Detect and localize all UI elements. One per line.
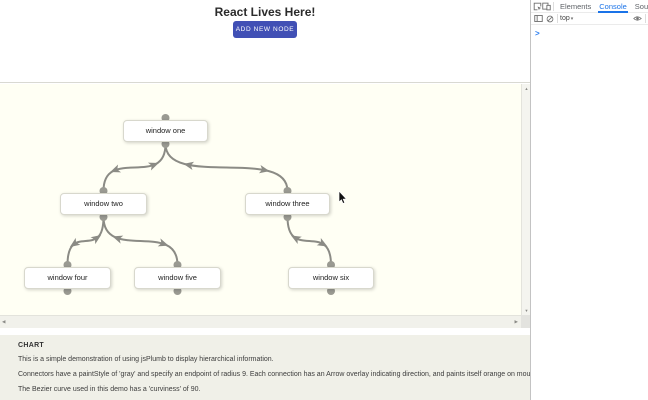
- tree-node-three[interactable]: window three: [245, 193, 330, 215]
- context-selector[interactable]: top: [560, 15, 570, 22]
- clear-console-icon[interactable]: [544, 13, 555, 24]
- tree-node-four[interactable]: window four: [24, 267, 111, 289]
- scroll-left-icon[interactable]: ◀: [2, 319, 6, 324]
- arrow-overlay-icon: [112, 235, 124, 244]
- page-title: React Lives Here!: [214, 5, 316, 19]
- tree-node-two[interactable]: window two: [60, 193, 147, 215]
- scroll-right-icon[interactable]: ▶: [514, 319, 518, 324]
- vertical-scrollbar[interactable]: ▲ ▼: [521, 84, 530, 315]
- tab-elements[interactable]: Elements: [560, 1, 592, 11]
- divider: [645, 14, 646, 23]
- demo-line: The Bezier curve used in this demo has a…: [18, 386, 201, 393]
- arrow-overlay-icon: [157, 238, 169, 247]
- scroll-down-icon[interactable]: ▼: [524, 308, 529, 313]
- console-toolbar: top ▾: [531, 13, 648, 25]
- demo-line: Connectors have a paintStyle of 'gray' a…: [18, 371, 559, 378]
- divider: [557, 14, 558, 23]
- connector[interactable]: [66, 216, 105, 266]
- arrow-overlay-icon: [291, 235, 302, 245]
- demo-line: This is a simple demonstration of using …: [18, 356, 274, 363]
- devtools-panel: Elements Console Sources top ▾: [530, 0, 648, 400]
- arrow-overlay-icon: [110, 164, 122, 173]
- endpoint-dot[interactable]: [283, 213, 292, 221]
- devtools-tab-bar: Elements Console Sources: [531, 0, 648, 13]
- horizontal-scrollbar[interactable]: ◀ ▶: [0, 315, 521, 328]
- arrow-overlay-icon: [258, 165, 270, 174]
- chart-area: window one window two window three window f…: [0, 84, 521, 315]
- connector[interactable]: [286, 216, 332, 266]
- console-sidebar-icon[interactable]: [533, 13, 544, 24]
- arrow-overlay-icon: [316, 237, 328, 247]
- tree-node-six[interactable]: window six: [288, 267, 374, 289]
- inspect-element-icon[interactable]: [533, 1, 542, 12]
- connector[interactable]: [102, 216, 179, 266]
- chevron-down-icon[interactable]: ▾: [570, 15, 574, 22]
- endpoint-dot[interactable]: [99, 213, 108, 221]
- chart-frame: window one window two window three window f…: [0, 82, 530, 328]
- endpoint-dot[interactable]: [63, 287, 72, 295]
- device-toolbar-icon[interactable]: [542, 1, 551, 12]
- tab-console[interactable]: Console: [595, 0, 631, 13]
- connector[interactable]: [164, 143, 289, 192]
- scrollbar-corner: [521, 315, 530, 328]
- live-expression-eye-icon[interactable]: [632, 13, 643, 24]
- connector[interactable]: [102, 143, 167, 192]
- tree-node-one[interactable]: window one: [123, 120, 208, 142]
- endpoint-dot[interactable]: [327, 287, 335, 295]
- tree-node-five[interactable]: window five: [134, 267, 221, 289]
- add-new-node-button[interactable]: ADD NEW NODE: [233, 21, 297, 38]
- arrow-overlay-icon: [183, 161, 195, 170]
- tree-svg: [63, 114, 335, 295]
- console-prompt[interactable]: >: [535, 29, 540, 38]
- demo-description: CHART This is a simple demonstration of …: [0, 335, 559, 400]
- main-app: React Lives Here! ADD NEW NODE window on…: [0, 5, 559, 400]
- arrow-overlay-icon: [147, 162, 159, 171]
- tab-sources[interactable]: Sources: [634, 1, 648, 11]
- arrow-overlay-icon: [90, 235, 102, 245]
- endpoint-dot[interactable]: [173, 287, 182, 295]
- arrow-overlay-icon: [69, 237, 81, 247]
- divider: [553, 1, 554, 11]
- endpoint-dot[interactable]: [161, 140, 170, 148]
- scroll-up-icon[interactable]: ▲: [524, 86, 529, 91]
- demo-heading: CHART: [18, 342, 44, 349]
